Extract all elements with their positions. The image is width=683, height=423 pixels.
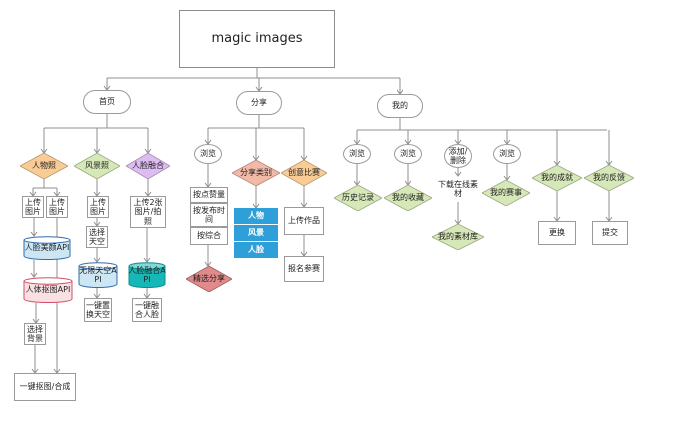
scenery-photo-node: 风景照 — [74, 153, 120, 179]
arrow-head — [30, 272, 38, 278]
browse-contests-node: 浏览 — [493, 144, 521, 164]
choose-sky-box: 选择天空 — [86, 226, 108, 248]
sort-by-likes-box: 按点赞量 — [190, 187, 228, 203]
browse-favorites-node: 浏览 — [394, 144, 422, 164]
person-photo-node: 人物照 — [20, 153, 68, 179]
arrow-head — [503, 175, 511, 181]
replace-box: 更换 — [538, 221, 576, 245]
category-person-chip: 人物 — [234, 208, 278, 224]
submit-box: 提交 — [592, 221, 628, 245]
root-node: magic images — [179, 10, 335, 68]
body-matting-api-cylinder: 人体抠图API — [23, 277, 73, 303]
history-node: 历史记录 — [334, 185, 382, 211]
arrow-head — [353, 180, 361, 186]
category-scenery-chip: 风景 — [234, 225, 278, 241]
browse-share-node: 浏览 — [194, 144, 222, 164]
my-achievements-node: 我的成就 — [532, 165, 582, 191]
face-beauty-api-cylinder: 人脸美颜API — [23, 236, 71, 260]
home-node: 首页 — [83, 90, 131, 114]
my-contests-node: 我的赛事 — [482, 180, 530, 206]
upload-image-box-3: 上传图片 — [87, 196, 109, 218]
one-click-sky-box: 一键置换天空 — [84, 298, 112, 322]
sort-by-time-box: 按发布时间 — [190, 203, 228, 227]
featured-share-node: 精选分享 — [186, 266, 232, 292]
sky-api-cylinder: 无限天空API — [78, 262, 118, 288]
choose-background-box: 选择背景 — [24, 323, 46, 345]
face-fusion-api-cylinder: 人脸融合API — [128, 262, 166, 288]
add-delete-node: 添加/删除 — [444, 144, 472, 168]
my-feedback-node: 我的反馈 — [584, 165, 634, 191]
one-click-fusion-box: 一键融合人脸 — [132, 298, 162, 322]
arrow-head — [204, 261, 212, 267]
one-click-matting-box: 一键抠图/合成 — [14, 373, 76, 401]
sort-overall-box: 按综合 — [190, 227, 228, 245]
creative-contest-node: 创意比赛 — [281, 160, 327, 186]
my-favorites-node: 我的收藏 — [384, 185, 432, 211]
arrow-head — [454, 171, 462, 177]
browse-history-node: 浏览 — [343, 144, 371, 164]
category-face-chip: 人脸 — [234, 242, 278, 258]
upload-work-box: 上传作品 — [284, 207, 324, 235]
share-category-node: 分享类别 — [232, 160, 280, 186]
share-node: 分享 — [236, 91, 282, 115]
signup-contest-box: 报名参赛 — [284, 256, 324, 282]
upload-two-photos-box: 上传2张图片/拍照 — [130, 196, 166, 228]
arrow-head — [143, 257, 151, 263]
download-online-box: 下载在线素材 — [438, 179, 478, 198]
my-materials-node: 我的素材库 — [432, 224, 484, 250]
arrow-head — [93, 257, 101, 263]
arrow-head — [30, 231, 38, 237]
face-fusion-node: 人脸融合 — [126, 153, 170, 179]
upload-image-box-2: 上传图片 — [46, 196, 68, 218]
upload-image-box-1: 上传图片 — [22, 196, 44, 218]
mine-node: 我的 — [377, 94, 423, 118]
